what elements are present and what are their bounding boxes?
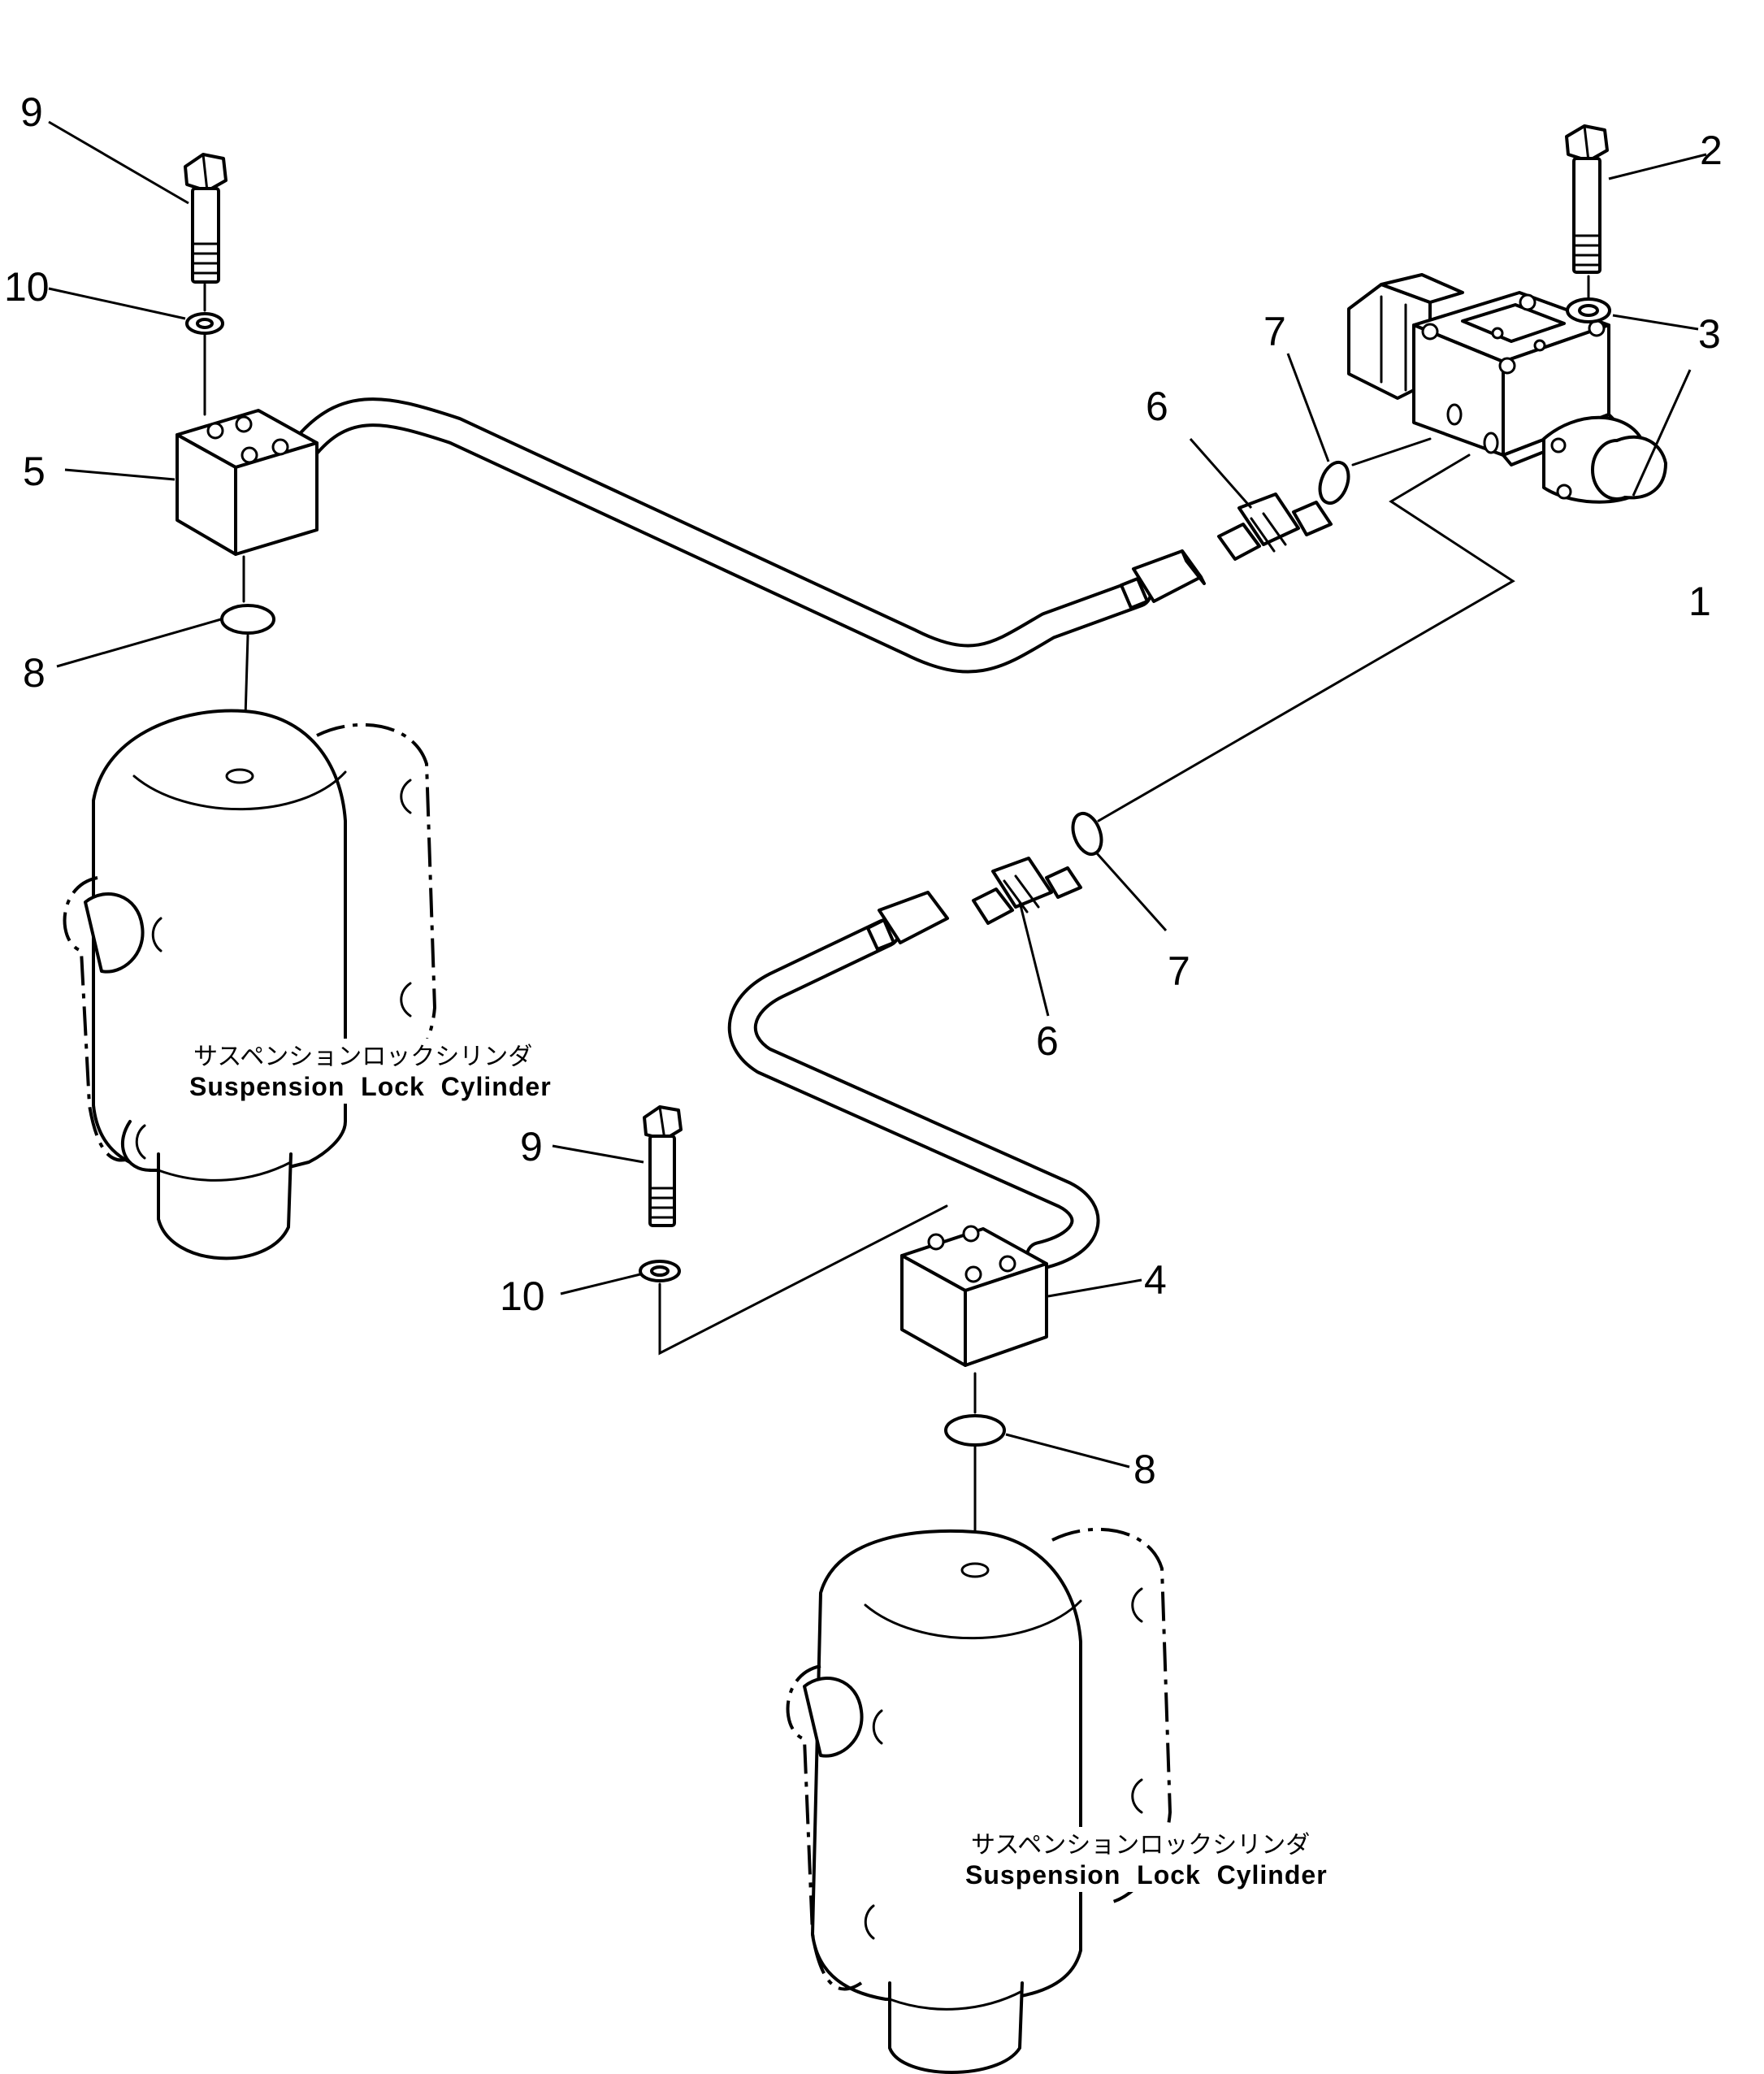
callout-9-upper: 9	[20, 89, 43, 135]
leader-lines	[48, 120, 1707, 1469]
washer-3	[1566, 297, 1611, 323]
bolt-9-lower	[643, 1105, 683, 1227]
pipe-upper	[284, 397, 1152, 674]
fitting-6-lower	[972, 857, 1082, 925]
callout-1: 1	[1688, 579, 1711, 624]
cylinder-left	[63, 709, 437, 1260]
callout-10-upper: 10	[4, 264, 50, 310]
cylinder-right	[786, 1527, 1172, 2074]
caption-left-jp: サスペンションロックシリンダ	[193, 1044, 532, 1070]
caption-right-jp: サスペンションロックシリンダ	[971, 1832, 1310, 1859]
callout-8-upper: 8	[23, 650, 46, 696]
fitting-6-upper	[1217, 492, 1333, 561]
bolt-9-upper	[184, 153, 228, 284]
washer-10-upper	[185, 312, 224, 335]
caption-left-en: Suspension Lock Cylinder	[189, 1072, 552, 1101]
callout-10-lower: 10	[500, 1273, 545, 1319]
bolt-2	[1565, 124, 1609, 274]
pipe-nut-upper	[1120, 549, 1206, 610]
block-5	[176, 409, 319, 556]
callout-9-lower: 9	[520, 1124, 543, 1169]
o-ring-7-upper	[1318, 460, 1350, 505]
caption-right-en: Suspension Lock Cylinder	[965, 1860, 1328, 1890]
o-ring-8-lower	[944, 1414, 1006, 1447]
callout-5: 5	[23, 449, 46, 494]
callout-6-lower: 6	[1036, 1018, 1059, 1064]
pipe-nut-lower	[866, 891, 949, 951]
washer-10-lower	[639, 1260, 681, 1282]
callout-8-lower: 8	[1133, 1447, 1156, 1492]
callout-3: 3	[1698, 311, 1721, 357]
block-4	[900, 1225, 1048, 1367]
caption-right: サスペンションロックシリンダ Suspension Lock Cylinder	[959, 1827, 1341, 1892]
callout-6-upper: 6	[1146, 384, 1168, 429]
valve-assembly	[1347, 273, 1667, 504]
assembly-lines	[203, 275, 1590, 1570]
caption-left: サスペンションロックシリンダ Suspension Lock Cylinder	[183, 1039, 557, 1104]
o-ring-8-upper	[220, 604, 275, 635]
callout-7-upper: 7	[1263, 309, 1286, 354]
o-ring-7-lower	[1071, 811, 1103, 857]
callout-2: 2	[1700, 128, 1723, 173]
callout-7-lower: 7	[1168, 948, 1190, 994]
callout-labels: 1 2 3 4 5 6 6 7 7 8 8 9 9 10 10	[4, 89, 1723, 1492]
pipe-lower	[727, 918, 1100, 1270]
callout-4: 4	[1144, 1257, 1167, 1303]
